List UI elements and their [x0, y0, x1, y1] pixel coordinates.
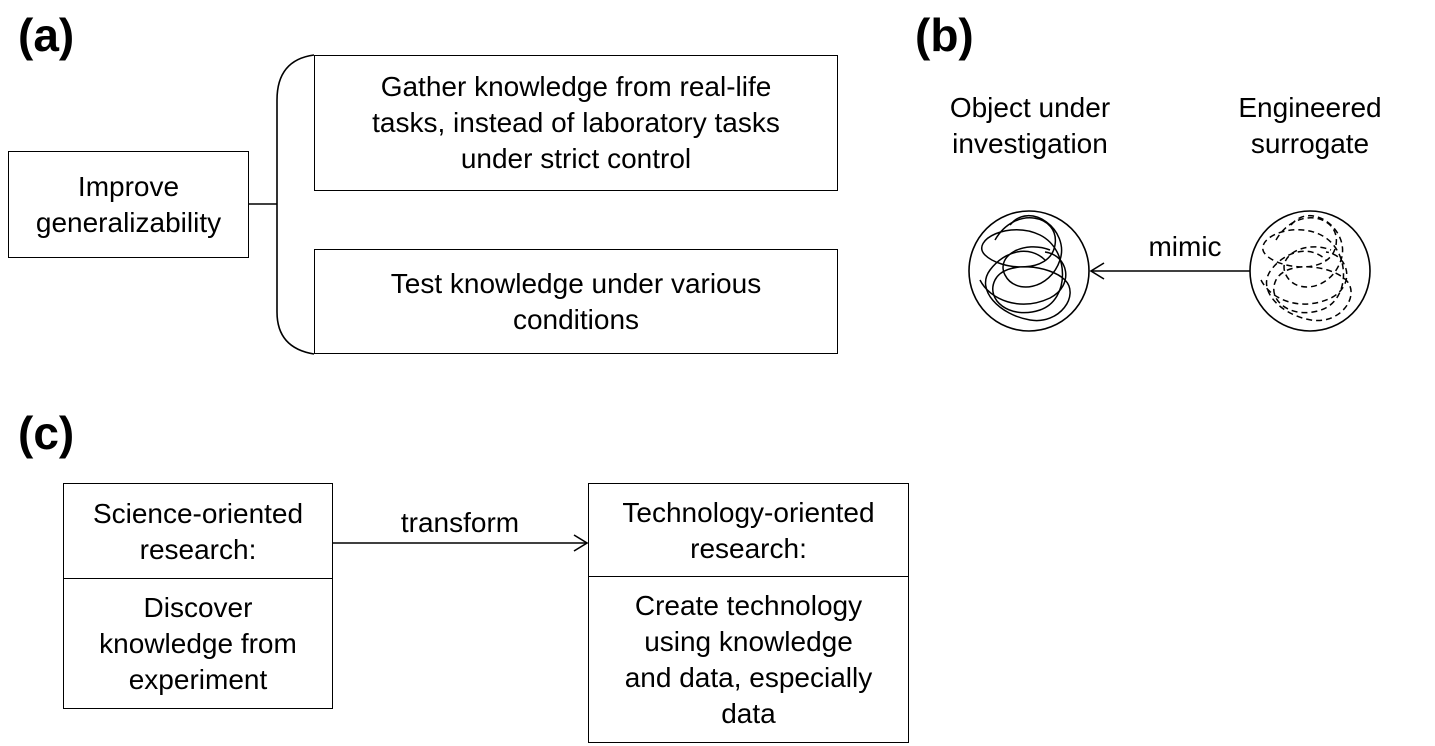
- science-head-box: Science-oriented research:: [63, 483, 333, 580]
- mimic-arrowhead-icon: [1089, 262, 1105, 280]
- surrogate-tangle-icon: [1260, 214, 1352, 322]
- brace-connector: [276, 54, 315, 355]
- science-body-box: Discover knowledge from experiment: [63, 578, 333, 709]
- panel-b-label: (b): [915, 9, 974, 61]
- branch-node-1-text: Gather knowledge from real-life tasks, i…: [372, 71, 780, 174]
- technology-head-box: Technology-oriented research:: [588, 483, 909, 578]
- technology-body-text: Create technology using knowledge and da…: [624, 589, 873, 729]
- science-head-text: Science-oriented research:: [92, 497, 304, 565]
- panel-c-label: (c): [18, 407, 75, 459]
- technology-head-text: Technology-oriented research:: [622, 496, 875, 564]
- root-node-text: Improve generalizability: [35, 170, 222, 238]
- panel-a-label: (a): [18, 9, 75, 61]
- technology-body-box: Create technology using knowledge and da…: [588, 576, 909, 743]
- root-node-box: Improve generalizability: [8, 151, 249, 258]
- object-tangle-icon: [979, 214, 1071, 322]
- branch-node-1-box: Gather knowledge from real-life tasks, i…: [314, 55, 838, 191]
- branch-node-2-box: Test knowledge under various conditions: [314, 249, 838, 354]
- transform-arrowhead-icon: [573, 534, 589, 552]
- surrogate-title: Engineered surrogate: [1238, 92, 1382, 159]
- mimic-label: mimic: [1148, 231, 1222, 262]
- transform-label: transform: [400, 507, 520, 538]
- science-body-text: Discover knowledge from experiment: [99, 591, 297, 695]
- object-circle: [968, 210, 1090, 332]
- branch-node-2-text: Test knowledge under various conditions: [390, 267, 762, 335]
- object-title: Object under investigation: [949, 92, 1111, 159]
- surrogate-circle: [1249, 210, 1371, 332]
